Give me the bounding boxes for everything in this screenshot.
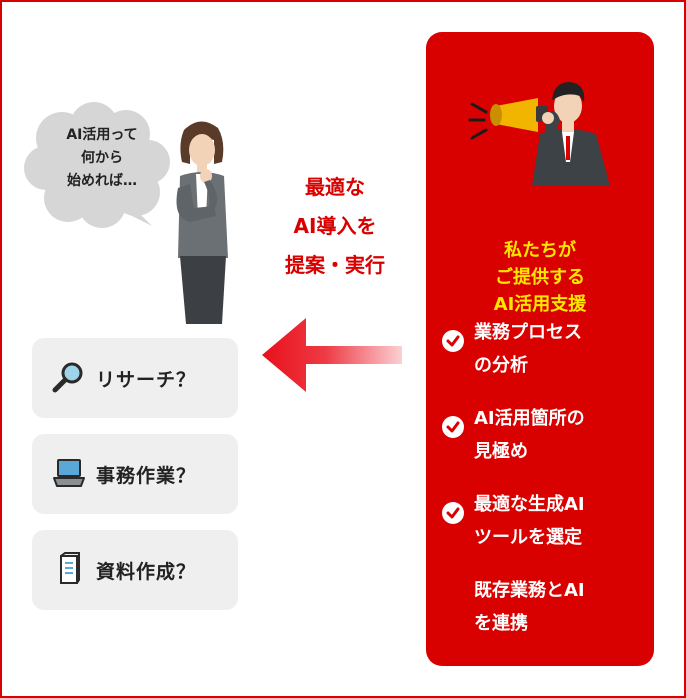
support-item-text: 既存業務とAI を連携 — [474, 580, 585, 634]
panel-title: 私たちが ご提供する AI活用支援 — [426, 237, 654, 318]
card-label: 資料作成？ — [96, 561, 197, 583]
bubble-line: AI活用って — [66, 127, 138, 143]
caption-line: AI導入を — [293, 214, 377, 238]
check-circle-icon — [442, 502, 464, 524]
caption-line: 提案・実行 — [285, 253, 385, 277]
bubble-line: 何から — [81, 150, 123, 166]
magnifier-icon — [52, 362, 83, 393]
solution-caption: 最適な AI導入を 提案・実行 — [250, 168, 420, 285]
panel-title-line: ご提供する — [495, 267, 585, 288]
support-item-text: 最適な生成AI ツールを選定 — [474, 494, 585, 548]
support-panel: 私たちが ご提供する AI活用支援 業務プロセス の分析 AI活用箇所の 見極め… — [426, 32, 654, 666]
bubble-line: 始めれば… — [67, 173, 137, 189]
card-document-creation: 資料作成？ — [32, 530, 238, 610]
thought-bubble — [24, 102, 170, 228]
support-item-text: 業務プロセス の分析 — [474, 322, 582, 376]
panel-title-line: AI活用支援 — [493, 294, 587, 315]
laptop-icon — [53, 459, 85, 487]
caption-line: 最適な — [305, 175, 365, 199]
document-icon — [60, 552, 80, 584]
support-item-text: AI活用箇所の 見極め — [474, 408, 585, 462]
businesswoman-illustration — [176, 121, 228, 324]
left-arrow-icon — [262, 318, 402, 392]
bubble-text: AI活用って 何から 始めれば… — [40, 124, 164, 193]
panel-title-line: 私たちが — [504, 240, 576, 261]
card-office-work: 事務作業？ — [32, 434, 238, 514]
businessman-megaphone-illustration — [468, 82, 610, 186]
card-research: リサーチ？ — [32, 338, 238, 418]
card-label: 事務作業？ — [96, 465, 197, 487]
check-circle-icon — [442, 330, 464, 352]
card-label: リサーチ？ — [96, 369, 197, 391]
check-circle-icon — [442, 416, 464, 438]
